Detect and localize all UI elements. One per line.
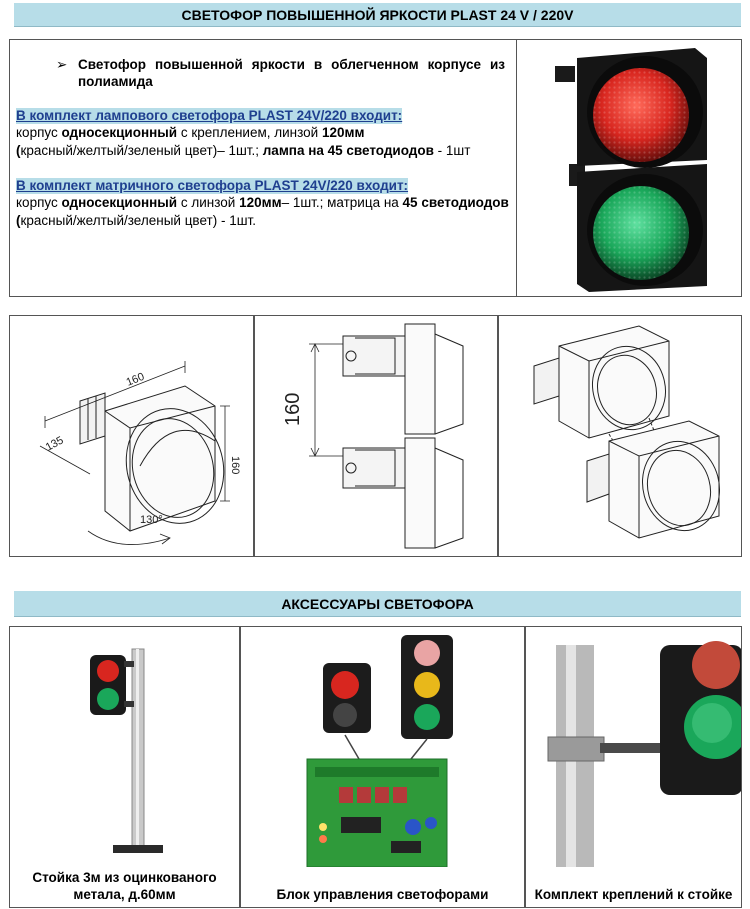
description-section: ➢ Светофор повышенной яркости в облегчен…	[9, 39, 742, 297]
matrix-kit-text: с линзой	[177, 195, 240, 210]
dim-height-label: 160	[229, 456, 241, 474]
matrix-kit-body: корпус односекционный с линзой 120мм– 1ш…	[16, 194, 509, 230]
lamp-kit-body: корпус односекционный с креплением, линз…	[16, 124, 509, 160]
matrix-kit-text-bold: 45 светодиодов (	[16, 195, 509, 228]
lamp-kit-text: красный/желтый/зеленый цвет)– 1шт.;	[20, 143, 263, 158]
dim-pitch-label: 160	[282, 393, 304, 426]
traffic-light-photo	[516, 40, 741, 296]
accessory-pole: Стойка 3м из оцинкованого метала, д.60мм	[9, 626, 240, 908]
main-header: СВЕТОФОР ПОВЫШЕННОЙ ЯРКОСТИ PLAST 24 V /…	[14, 3, 741, 27]
accessory-caption-pole: Стойка 3м из оцинкованого метала, д.60мм	[32, 870, 217, 902]
lamp-kit-title: В комплект лампового светофора PLAST 24V…	[16, 108, 403, 124]
matrix-kit-text: корпус	[16, 195, 62, 210]
dimension-drawing-iso: 160 135 160 130°	[9, 315, 254, 557]
matrix-kit-text: – 1шт.; матрица на	[281, 195, 403, 210]
iso-drawing: 160 135 160 130°	[39, 361, 241, 545]
clamp-icon	[547, 736, 605, 762]
matrix-kit-text-bold: односекционный	[61, 195, 178, 210]
accessories-header: АКСЕССУАРЫ СВЕТОФОРА	[14, 591, 741, 617]
dimension-drawing-side: 160	[254, 315, 498, 557]
pole-image	[90, 648, 163, 853]
lamp-kit-text: - 1шт	[433, 143, 471, 158]
bracket-top	[555, 66, 575, 82]
description-text: ➢ Светофор повышенной яркости в облегчен…	[10, 40, 515, 296]
traffic-light-illustration	[555, 48, 707, 292]
lamp-kit-text-bold: односекционный	[61, 125, 178, 140]
matrix-kit-text-bold: 120мм	[239, 195, 282, 210]
exploded-drawing	[498, 315, 742, 557]
dim-width-label: 160	[125, 371, 147, 389]
accessory-caption-mount: Комплект креплений к стойке	[534, 887, 733, 902]
controller-image	[306, 635, 453, 867]
accessory-caption-controller: Блок управления светофорами	[276, 887, 489, 902]
accessory-mount-kit: Комплект креплений к стойке	[525, 626, 742, 908]
intro-bullet: ➢ Светофор повышенной яркости в облегчен…	[16, 56, 509, 90]
matrix-kit-title: В комплект матричного светофора PLAST 24…	[16, 178, 409, 194]
lamp-kit-text-bold: лампа на 45 светодиодов	[262, 143, 434, 158]
rotation-label: 130°	[140, 514, 163, 526]
accessory-controller: Блок управления светофорами	[240, 626, 525, 908]
mount-kit-image	[547, 641, 741, 867]
dim-depth-label: 135	[44, 434, 66, 453]
lamp-kit-text: корпус	[16, 125, 62, 140]
exploded-view	[533, 325, 721, 539]
lamp-kit-text-bold: 120мм	[321, 125, 365, 140]
side-drawing: 160	[282, 323, 464, 549]
intro-text: Светофор повышенной яркости в облегченно…	[78, 57, 505, 89]
lamp-kit-text-bold: (	[16, 143, 21, 158]
lamp-kit-text: с креплением, линзой	[177, 125, 322, 140]
matrix-kit-text: красный/желтый/зеленый цвет) - 1шт.	[20, 213, 256, 228]
arrow-bullet-icon: ➢	[56, 57, 68, 72]
